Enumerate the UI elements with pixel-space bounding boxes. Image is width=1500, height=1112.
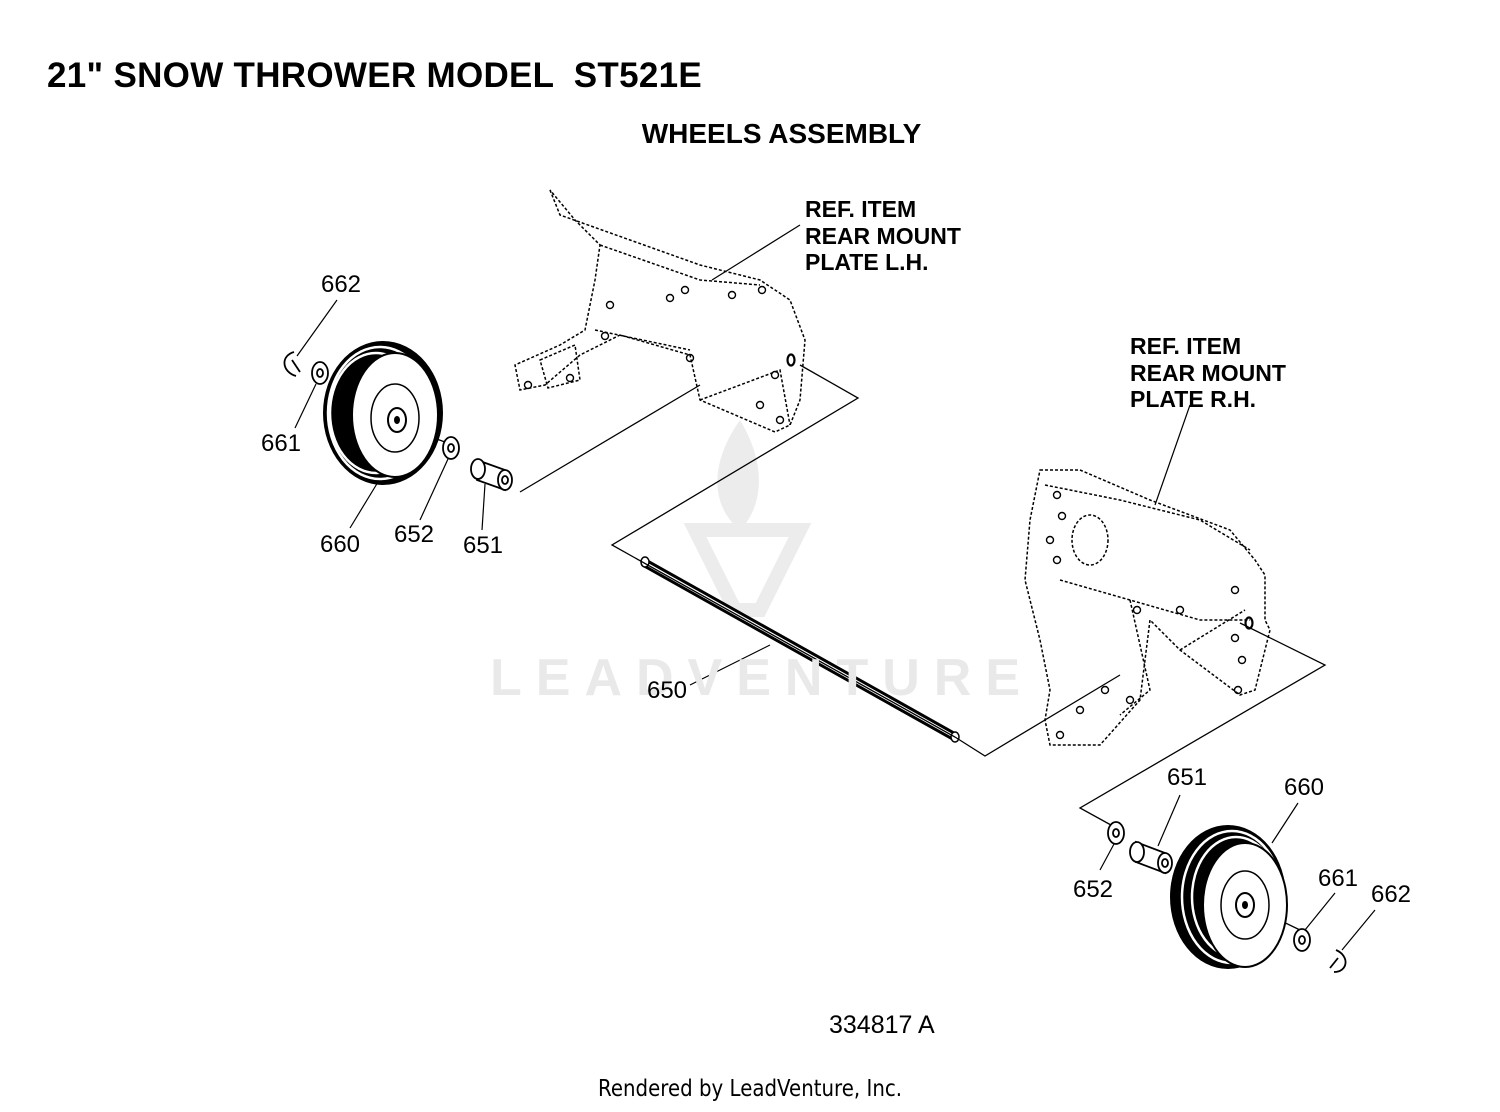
left-hardware [283, 351, 513, 492]
part-label-661-left: 661 [260, 430, 302, 457]
clip-662-right [1329, 949, 1347, 973]
ref-note-line: REF. ITEM [1130, 333, 1242, 359]
page-title: 21" SNOW THROWER MODEL ST521E [47, 56, 703, 95]
part-label-662-right: 662 [1370, 881, 1412, 908]
wheel-660-left [323, 341, 443, 485]
ref-note-right-plate: REF. ITEM REAR MOUNT PLATE R.H. [1130, 333, 1286, 413]
ref-note-line: REAR MOUNT [805, 222, 961, 249]
part-label-652-right: 652 [1072, 876, 1114, 903]
plate-rh-holes [1045, 490, 1254, 740]
ref-note-line: PLATE L.H. [805, 249, 929, 275]
leader-lines [294, 224, 1376, 951]
document-number: 334817 A [829, 1011, 935, 1039]
ref-note-left-plate: REF. ITEM REAR MOUNT PLATE L.H. [805, 196, 961, 276]
part-label-660-right: 660 [1283, 774, 1325, 801]
part-label-651-right: 651 [1166, 764, 1208, 791]
ref-note-line: REAR MOUNT [1130, 359, 1286, 386]
rear-mount-plate-lh [514, 189, 806, 433]
ref-note-line: PLATE R.H. [1130, 386, 1257, 412]
wheel-660-right [1170, 825, 1288, 969]
plate-lh-holes [523, 285, 796, 425]
right-hardware [1107, 821, 1347, 973]
watermark-text: LEADVENTURE [490, 649, 1035, 707]
part-label-650: 650 [646, 677, 688, 704]
part-label-662-left: 662 [320, 271, 362, 298]
clip-662-left [283, 351, 301, 377]
part-label-651-left: 651 [462, 532, 504, 559]
part-label-660-left: 660 [319, 531, 361, 558]
footer-credit: Rendered by LeadVenture, Inc. [597, 1076, 903, 1102]
rear-mount-plate-rh [1024, 469, 1271, 746]
part-label-661-right: 661 [1317, 865, 1359, 892]
leadventure-watermark-logo [683, 420, 812, 617]
section-title: WHEELS ASSEMBLY [641, 118, 922, 149]
part-label-652-left: 652 [393, 521, 435, 548]
ref-note-line: REF. ITEM [805, 196, 917, 222]
